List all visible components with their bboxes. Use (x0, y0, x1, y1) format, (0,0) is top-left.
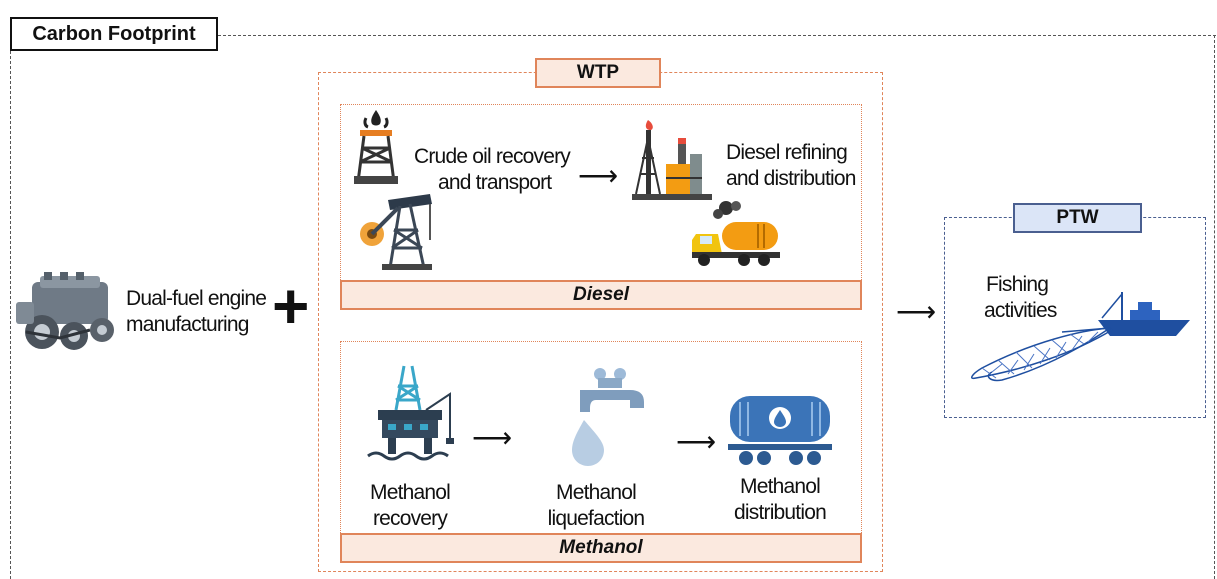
offshore-rig-icon (360, 364, 460, 464)
rail-tank-car-icon (724, 388, 836, 468)
diesel-step1-line1: Crude oil recovery (414, 145, 571, 168)
methanol-step2-line1: Methanol (556, 481, 637, 504)
methanol-arrow-2: ⟶ (676, 426, 717, 457)
engine-label-line2: manufacturing (126, 313, 249, 336)
refinery-icon (632, 118, 712, 202)
diesel-step1-label: Crude oil recovery and transport (414, 144, 584, 196)
plus-sign: + (272, 270, 310, 342)
methanol-arrow-1: ⟶ (472, 422, 513, 453)
fishing-activities-line1: Fishing (986, 273, 1049, 296)
engine-label: Dual-fuel engine manufacturing (126, 286, 276, 338)
methanol-step1-label: Methanol recovery (350, 480, 470, 532)
engine-icon (14, 272, 122, 356)
oil-derrick-icon (352, 108, 400, 186)
fishing-activities-line2: activities (984, 299, 1057, 322)
faucet-drop-icon (560, 368, 656, 468)
diesel-step2-label: Diesel refining and distribution (726, 140, 876, 192)
diesel-arrow: ⟶ (578, 160, 619, 191)
diesel-step2-line2: and distribution (726, 167, 856, 190)
fishing-boat-icon (962, 290, 1192, 386)
outer-frame-top (218, 35, 1216, 36)
fishing-activities-label: Fishing activities (984, 272, 1084, 324)
methanol-step3-label: Methanol distribution (712, 474, 848, 526)
methanol-step2-line2: liquefaction (547, 507, 645, 530)
outer-frame-left (10, 51, 11, 579)
wtp-label: WTP (535, 58, 661, 88)
methanol-step1-line1: Methanol (370, 481, 451, 504)
diesel-step1-line2: and transport (438, 171, 552, 194)
methanol-step3-line2: distribution (734, 501, 827, 524)
diesel-label: Diesel (340, 280, 862, 310)
diesel-step2-line1: Diesel refining (726, 141, 848, 164)
wtp-to-ptw-arrow: ⟶ (896, 296, 937, 327)
engine-label-line1: Dual-fuel engine (126, 287, 267, 310)
methanol-step2-label: Methanol liquefaction (536, 480, 656, 532)
methanol-step3-line1: Methanol (740, 475, 821, 498)
carbon-footprint-title: Carbon Footprint (10, 17, 218, 51)
methanol-step1-line2: recovery (372, 507, 448, 530)
tanker-truck-icon (688, 200, 784, 270)
outer-frame-right (1214, 35, 1215, 579)
ptw-label: PTW (1013, 203, 1142, 233)
methanol-label: Methanol (340, 533, 862, 563)
pumpjack-icon (360, 190, 436, 272)
